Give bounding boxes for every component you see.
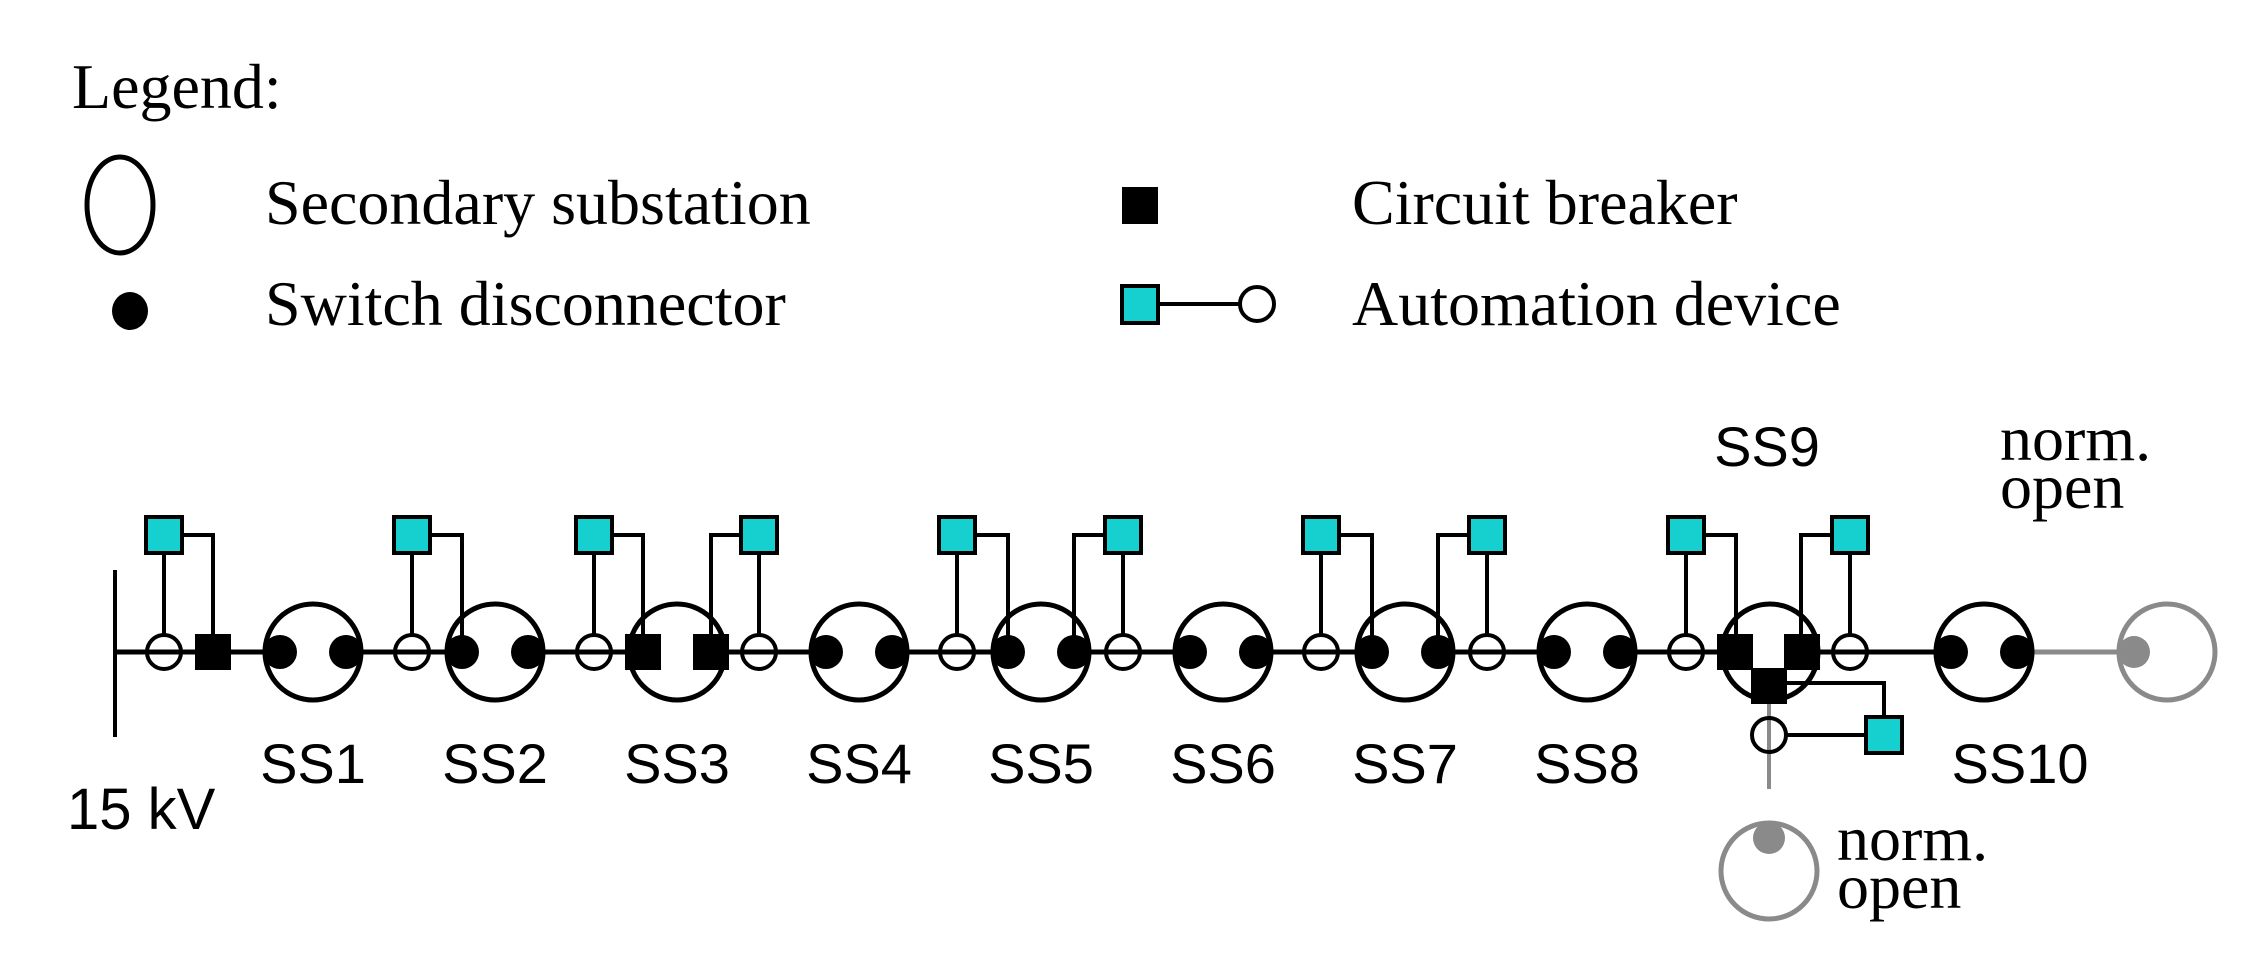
switch-disconnector xyxy=(1239,635,1273,669)
automation-sensor-circle xyxy=(1302,633,1340,671)
switch-disconnector xyxy=(1355,635,1389,669)
norm-open-bottom-line2: open xyxy=(1837,851,1961,922)
automation-control-link xyxy=(430,533,464,648)
substation-label-SS10: SS10 xyxy=(1952,732,2089,795)
automation-sensor-circle xyxy=(575,633,613,671)
switch-disconnector xyxy=(329,635,363,669)
automation-control-link xyxy=(1787,681,1886,716)
automation-control-link xyxy=(709,533,741,648)
automation-control-link xyxy=(1704,533,1738,648)
substation-label-SS9: SS9 xyxy=(1714,415,1820,478)
legend: Legend: Secondary substation Switch disc… xyxy=(72,51,1841,339)
substation-label-SS1: SS1 xyxy=(260,732,366,795)
automation-device-square xyxy=(1830,515,1870,555)
substation-label-SS4: SS4 xyxy=(806,732,912,795)
switch-disconnector xyxy=(1934,635,1968,669)
norm-open-label-bottom: norm. open xyxy=(1837,803,1988,922)
automation-sensor-circle xyxy=(393,633,431,671)
open-disconnector-gray xyxy=(2118,636,2150,668)
circuit-breaker-icon xyxy=(1122,187,1158,224)
norm-open-right-line2: open xyxy=(2000,451,2124,522)
source-voltage-label: 15 kV xyxy=(67,777,216,842)
automation-control-link xyxy=(182,533,215,648)
legend-title: Legend: xyxy=(72,51,282,122)
switch-disconnector xyxy=(2000,635,2034,669)
automation-device-square xyxy=(1301,515,1341,555)
automation-sensor-circle xyxy=(938,633,976,671)
adjacent-substation-bottom xyxy=(1718,820,1820,922)
legend-label-automation-device: Automation device xyxy=(1352,268,1841,339)
automation-device-square xyxy=(1467,515,1507,555)
automation-sensor-circle xyxy=(1104,633,1142,671)
circuit-breaker xyxy=(1717,634,1753,670)
automation-sensor-circle xyxy=(1667,633,1705,671)
automation-control-link xyxy=(975,533,1010,648)
switch-disconnector xyxy=(1421,635,1455,669)
substation-label-SS5: SS5 xyxy=(988,732,1094,795)
switch-disconnector xyxy=(263,635,297,669)
automation-device-square xyxy=(1864,715,1904,755)
circuit-breaker xyxy=(693,634,729,670)
circuit-breaker xyxy=(625,634,661,670)
automation-device-square xyxy=(1666,515,1706,555)
switch-disconnector xyxy=(511,635,545,669)
automation-sensor-circle xyxy=(1831,633,1869,671)
switch-disconnector-icon xyxy=(112,292,148,330)
switch-disconnector xyxy=(445,635,479,669)
automation-control-link xyxy=(612,533,645,648)
substation-label-SS2: SS2 xyxy=(442,732,548,795)
automation-device-square xyxy=(1103,515,1143,555)
automation-device-square xyxy=(739,515,779,555)
switch-disconnector xyxy=(991,635,1025,669)
legend-label-circuit-breaker: Circuit breaker xyxy=(1352,167,1738,238)
substation-label-SS6: SS6 xyxy=(1170,732,1276,795)
switch-disconnector xyxy=(1057,635,1091,669)
automation-control-link xyxy=(1072,533,1105,648)
switch-disconnector xyxy=(1537,635,1571,669)
automation-device-square xyxy=(392,515,432,555)
automation-sensor-circle xyxy=(1468,633,1506,671)
automation-sensor-circle xyxy=(1750,716,1788,754)
automation-device-square xyxy=(574,515,614,555)
switch-disconnector xyxy=(875,635,909,669)
circuit-breaker xyxy=(1784,634,1820,670)
automation-control-link xyxy=(1799,533,1832,648)
automation-sensor-circle xyxy=(145,633,183,671)
legend-label-secondary-substation: Secondary substation xyxy=(265,167,811,238)
automation-device-square xyxy=(937,515,977,555)
substation-label-SS8: SS8 xyxy=(1534,732,1640,795)
legend-label-switch-disconnector: Switch disconnector xyxy=(265,268,786,339)
adjacent-substation-right xyxy=(2116,601,2218,703)
substation-label-SS7: SS7 xyxy=(1352,732,1458,795)
automation-sensor-circle xyxy=(740,633,778,671)
automation-device-icon xyxy=(1120,284,1276,325)
substation-label-SS3: SS3 xyxy=(624,732,730,795)
secondary-substation-icon xyxy=(84,154,156,256)
automation-control-link xyxy=(1436,533,1469,648)
automation-device-square xyxy=(144,515,184,555)
switch-disconnector xyxy=(1603,635,1637,669)
switch-disconnector xyxy=(1173,635,1207,669)
open-disconnector-gray xyxy=(1753,822,1785,854)
norm-open-right-line1: norm. xyxy=(2000,403,2151,474)
automation-control-link xyxy=(1339,533,1374,648)
switch-disconnector xyxy=(809,635,843,669)
tee-circuit-breaker xyxy=(1751,668,1787,704)
norm-open-bottom-line1: norm. xyxy=(1837,803,1988,874)
norm-open-label-right: norm. open xyxy=(2000,403,2151,522)
